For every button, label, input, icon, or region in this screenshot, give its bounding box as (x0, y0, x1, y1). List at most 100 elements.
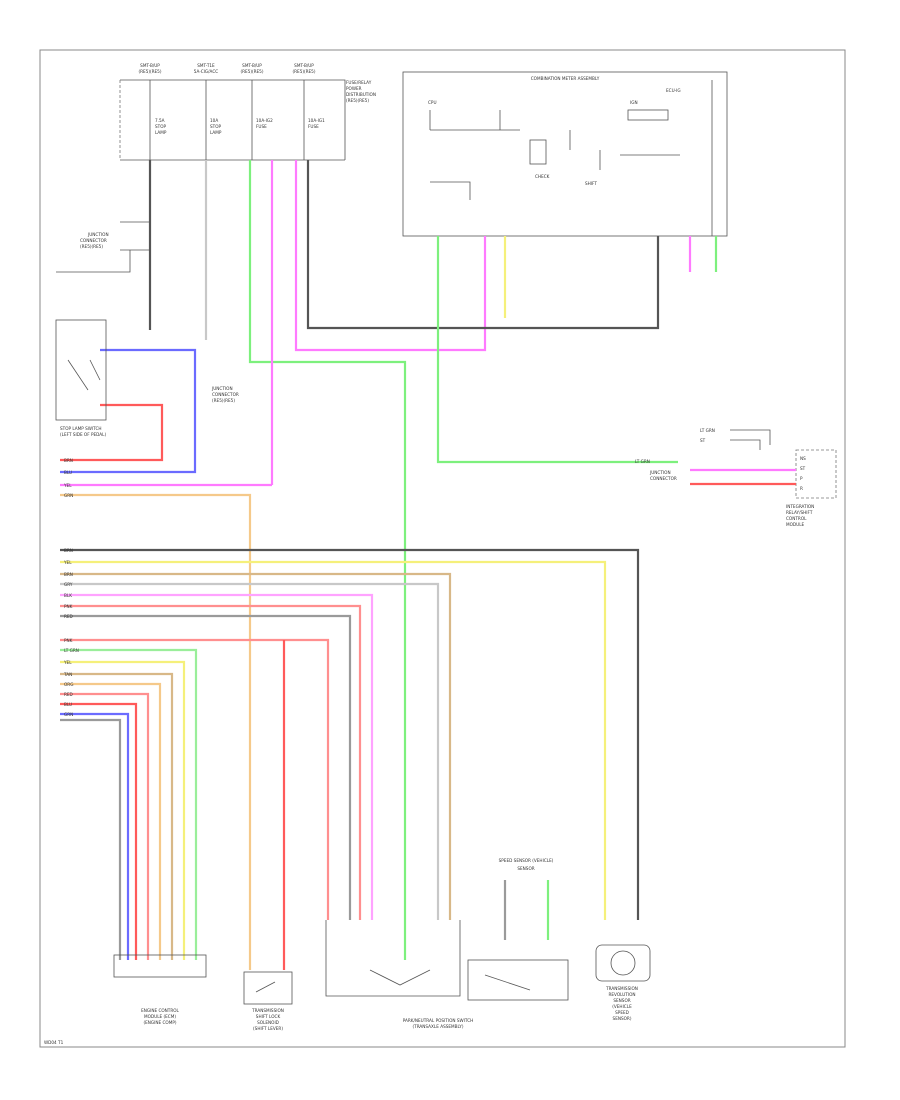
fuse-note-4: (RE5)(RE5) (346, 98, 369, 103)
junction-left-1: JUNCTION (87, 232, 109, 237)
left-c-3: TAN (63, 672, 72, 677)
lock-sol-0: TRANSMISSION (251, 1008, 284, 1013)
trans-vs-5: SENSOR) (613, 1016, 632, 1021)
stop-switch-label-2: (LEFT SIDE OF PEDAL) (60, 432, 106, 437)
wire-orange-long (60, 493, 252, 970)
fuse-c2-b: STOP (210, 124, 222, 129)
footer-code: WD04 T1 (44, 1040, 64, 1045)
ppsw-box (325, 920, 461, 997)
right-conn-2: P (800, 476, 803, 481)
right-ctrl-1: CONNECTOR (650, 476, 677, 481)
wire-salmon-l (60, 692, 150, 960)
right-conn-title-0: INTEGRATION (786, 504, 814, 509)
right-conn-title-2: CONTROL (786, 516, 807, 521)
fuse4-label-1: SMT-B/UP (294, 63, 314, 68)
wire-green-1 (248, 160, 407, 960)
left-a-1: BLU (64, 470, 72, 475)
ecm-label-0: ENGINE CONTROL (141, 1008, 179, 1013)
meter-box (402, 71, 728, 237)
ecm-label-1: MODULE (ECM) (144, 1014, 176, 1019)
wire-blue-switch (60, 348, 197, 474)
wire-lgreen-l (60, 648, 198, 960)
meter-tag: ECU-IG (666, 88, 681, 93)
trans-vs-0: TRANSMISSION (605, 986, 638, 991)
ecm-label-2: (ENGINE COMP) (144, 1020, 177, 1025)
left-c-6: BLU (64, 702, 72, 707)
wire-tan-bundle (60, 572, 452, 920)
wire-black-2 (306, 160, 660, 330)
fuse-note-1: FUSE/RELAY (346, 80, 372, 85)
wire-blue-l (60, 712, 130, 960)
right-top-lines (730, 429, 771, 450)
trans-vs-4: SPEED (615, 1010, 629, 1015)
lock-sol-2: SOLENOID (257, 1020, 279, 1025)
right-small-1: ST (700, 438, 706, 443)
left-b-2: BRN (64, 572, 73, 577)
junction-mid-3: (RE5)(RE5) (212, 398, 235, 403)
meter-title: COMBINATION METER ASSEMBLY (531, 76, 600, 81)
left-b-0: BRN (64, 548, 73, 553)
junction-left-2: CONNECTOR (80, 238, 107, 243)
trans-sensor-box (595, 944, 651, 982)
junction-left-lines (56, 221, 150, 273)
ppsw-1: (TRANSAXLE ASSEMBLY) (413, 1024, 464, 1029)
fuse-c1-a: 7.5A (155, 118, 165, 123)
tcs-0: SPEED SENSOR (VEHICLE) (499, 858, 554, 863)
wire-salmon-2 (60, 638, 330, 920)
stop-switch-contacts (67, 359, 101, 391)
wire-yellow-l (60, 660, 186, 960)
wire-salmon-bundle (60, 604, 362, 920)
fuse3-label-2: (RE5)(RE5) (241, 69, 264, 74)
fuse-block: SMT-B/UP (RE5)(RE5) SMT-T1E 5A-CIG/ACC S… (119, 63, 376, 161)
junction-mid-1: JUNCTION (211, 386, 233, 391)
fuse-c1-c: LAMP (155, 130, 167, 135)
left-a-3: GRN (64, 493, 73, 498)
fuse-c4-a: 10A-IG1 (308, 118, 325, 123)
right-conn-1: ST (800, 466, 806, 471)
left-components: JUNCTION CONNECTOR (RE5)(RE5) STOP LAMP … (55, 221, 239, 717)
wire-black-bundle (60, 548, 640, 920)
left-b-6: RED (64, 614, 73, 619)
wire-red-switch (60, 403, 164, 462)
fuse2-label-1: SMT-T1E (197, 63, 215, 68)
fuse2-label-2: 5A-CIG/ACC (194, 69, 218, 74)
wire-orange-l (60, 682, 162, 960)
meter-trace-2 (430, 181, 471, 200)
fuse1-label-2: (RE5)(RE5) (139, 69, 162, 74)
lock-sol-3: (SHIFT LEVER) (253, 1026, 283, 1031)
wire-gray-bundle (60, 582, 440, 920)
stop-switch-label-1: STOP LAMP SWITCH (60, 426, 102, 431)
stop-switch-box (55, 319, 107, 421)
trans-vs-3: (VEHICLE (612, 1004, 632, 1009)
ppsw-0: PARK/NEUTRAL POSITION SWITCH (403, 1018, 474, 1023)
right-conn-box (795, 449, 837, 499)
junction-mid-2: CONNECTOR (212, 392, 239, 397)
trans-vs-1: REVOLUTION (608, 992, 635, 997)
lock-solenoid-box (243, 971, 293, 1005)
wire-gray-l (60, 718, 122, 960)
bottom-components: ENGINE CONTROL MODULE (ECM) (ENGINE COMP… (44, 858, 651, 1045)
fuse3-label-1: SMT-B/UP (242, 63, 262, 68)
ppsw-contacts (369, 969, 431, 986)
left-a-2: YEL (63, 483, 72, 488)
combination-meter-module: COMBINATION METER ASSEMBLY ECU-IG IGN CP… (402, 71, 728, 237)
meter-b2: CPU (428, 100, 437, 105)
meter-ic (529, 139, 547, 165)
left-c-5: RED (64, 692, 73, 697)
fuse-c2-c: LAMP (210, 130, 222, 135)
fuse-c3-a: 10A-IG2 (256, 118, 273, 123)
left-b-1: YEL (63, 560, 72, 565)
wire-pink-1 (294, 160, 487, 352)
junction-left-3: (RE5)(RE5) (80, 244, 103, 249)
fuse4-label-2: (RE5)(RE5) (293, 69, 316, 74)
meter-b3: CHECK (535, 174, 550, 179)
right-conn-title-3: MODULE (786, 522, 805, 527)
fuse-note-2: POWER (346, 86, 362, 91)
right-conn-3: R (800, 486, 803, 491)
wire-pink-bundle (60, 593, 374, 920)
wire-green-label: LT GRN (635, 459, 650, 464)
right-small-0: LT GRN (700, 428, 715, 433)
fuse-c1-b: STOP (155, 124, 167, 129)
fuse-c4-b: FUSE (308, 124, 319, 129)
wire-yellow-bundle (60, 560, 607, 920)
